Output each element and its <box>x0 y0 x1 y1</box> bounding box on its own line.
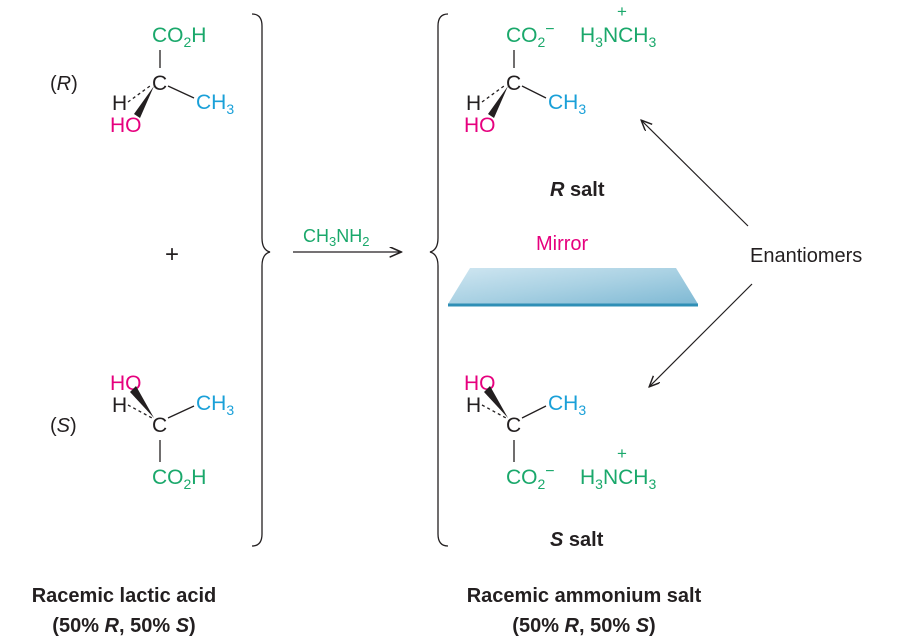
s-config-label: (S) <box>50 415 77 437</box>
r-lactic-acid: CO2H C H CH3 HO <box>110 24 234 137</box>
hashed-bond <box>481 85 505 103</box>
r-acid-hydroxyl: HO <box>110 114 142 137</box>
wedge-bond <box>484 386 508 418</box>
r-salt-charge: + <box>617 2 627 21</box>
s-lactic-acid: HO H C CH3 CO2H <box>110 372 234 492</box>
reagent-label: CH3NH2 <box>303 226 369 249</box>
left-brace <box>251 13 271 547</box>
s-salt-label: S salt <box>550 529 604 551</box>
r-salt-methyl: CH3 <box>548 91 586 117</box>
s-acid-stereocenter: C <box>152 414 167 437</box>
s-ammonium-salt: HO H C CH3 CO2− H3NCH3 + <box>464 372 656 492</box>
wedge-bond <box>130 386 154 418</box>
r-acid-stereocenter: C <box>152 72 167 95</box>
left-caption-line2: (50% R, 50% S) <box>52 615 195 637</box>
r-salt-carboxylate: CO2− <box>506 21 555 50</box>
right-caption-line1: Racemic ammonium salt <box>467 585 702 607</box>
enantiomers-label: Enantiomers <box>750 245 862 267</box>
right-brace <box>429 13 449 547</box>
r-config-label: (R) <box>50 73 78 95</box>
r-ammonium-salt: CO2− H3NCH3 + C H CH3 HO <box>464 2 656 137</box>
hashed-bond <box>481 404 507 419</box>
r-salt-stereocenter: C <box>506 72 521 95</box>
r-acid-methyl: CH3 <box>196 91 234 117</box>
s-salt-carboxylate: CO2− <box>506 463 555 492</box>
s-acid-hydrogen: H <box>112 394 127 417</box>
plus-sign: + <box>165 241 179 268</box>
s-salt-methyl: CH3 <box>548 392 586 418</box>
r-salt-label: R salt <box>550 179 605 201</box>
left-caption-line1: Racemic lactic acid <box>32 585 217 607</box>
enantiomers-arrow-down <box>650 283 753 386</box>
r-salt-hydrogen: H <box>466 92 481 115</box>
wedge-bond <box>488 86 508 118</box>
hashed-bond <box>127 404 153 419</box>
bond-line <box>521 405 547 419</box>
s-acid-methyl: CH3 <box>196 392 234 418</box>
s-acid-carboxyl-label: CO2H <box>152 466 206 492</box>
s-salt-hydrogen: H <box>466 394 481 417</box>
r-acid-hydrogen: H <box>112 92 127 115</box>
r-salt-ammonium: H3NCH3 <box>580 24 656 50</box>
bond-line <box>521 85 547 99</box>
s-salt-charge: + <box>617 444 627 463</box>
enantiomers-arrow-up <box>642 121 749 227</box>
bond-line <box>167 405 195 419</box>
mirror-plane <box>448 268 698 304</box>
r-acid-carboxyl-label: CO2H <box>152 24 206 50</box>
s-salt-stereocenter: C <box>506 414 521 437</box>
s-salt-ammonium: H3NCH3 <box>580 466 656 492</box>
mirror-label: Mirror <box>536 233 589 255</box>
bond-line <box>167 85 195 99</box>
hashed-bond <box>127 85 151 103</box>
right-caption-line2: (50% R, 50% S) <box>512 615 655 637</box>
wedge-bond <box>134 86 154 118</box>
r-salt-hydroxyl: HO <box>464 114 496 137</box>
